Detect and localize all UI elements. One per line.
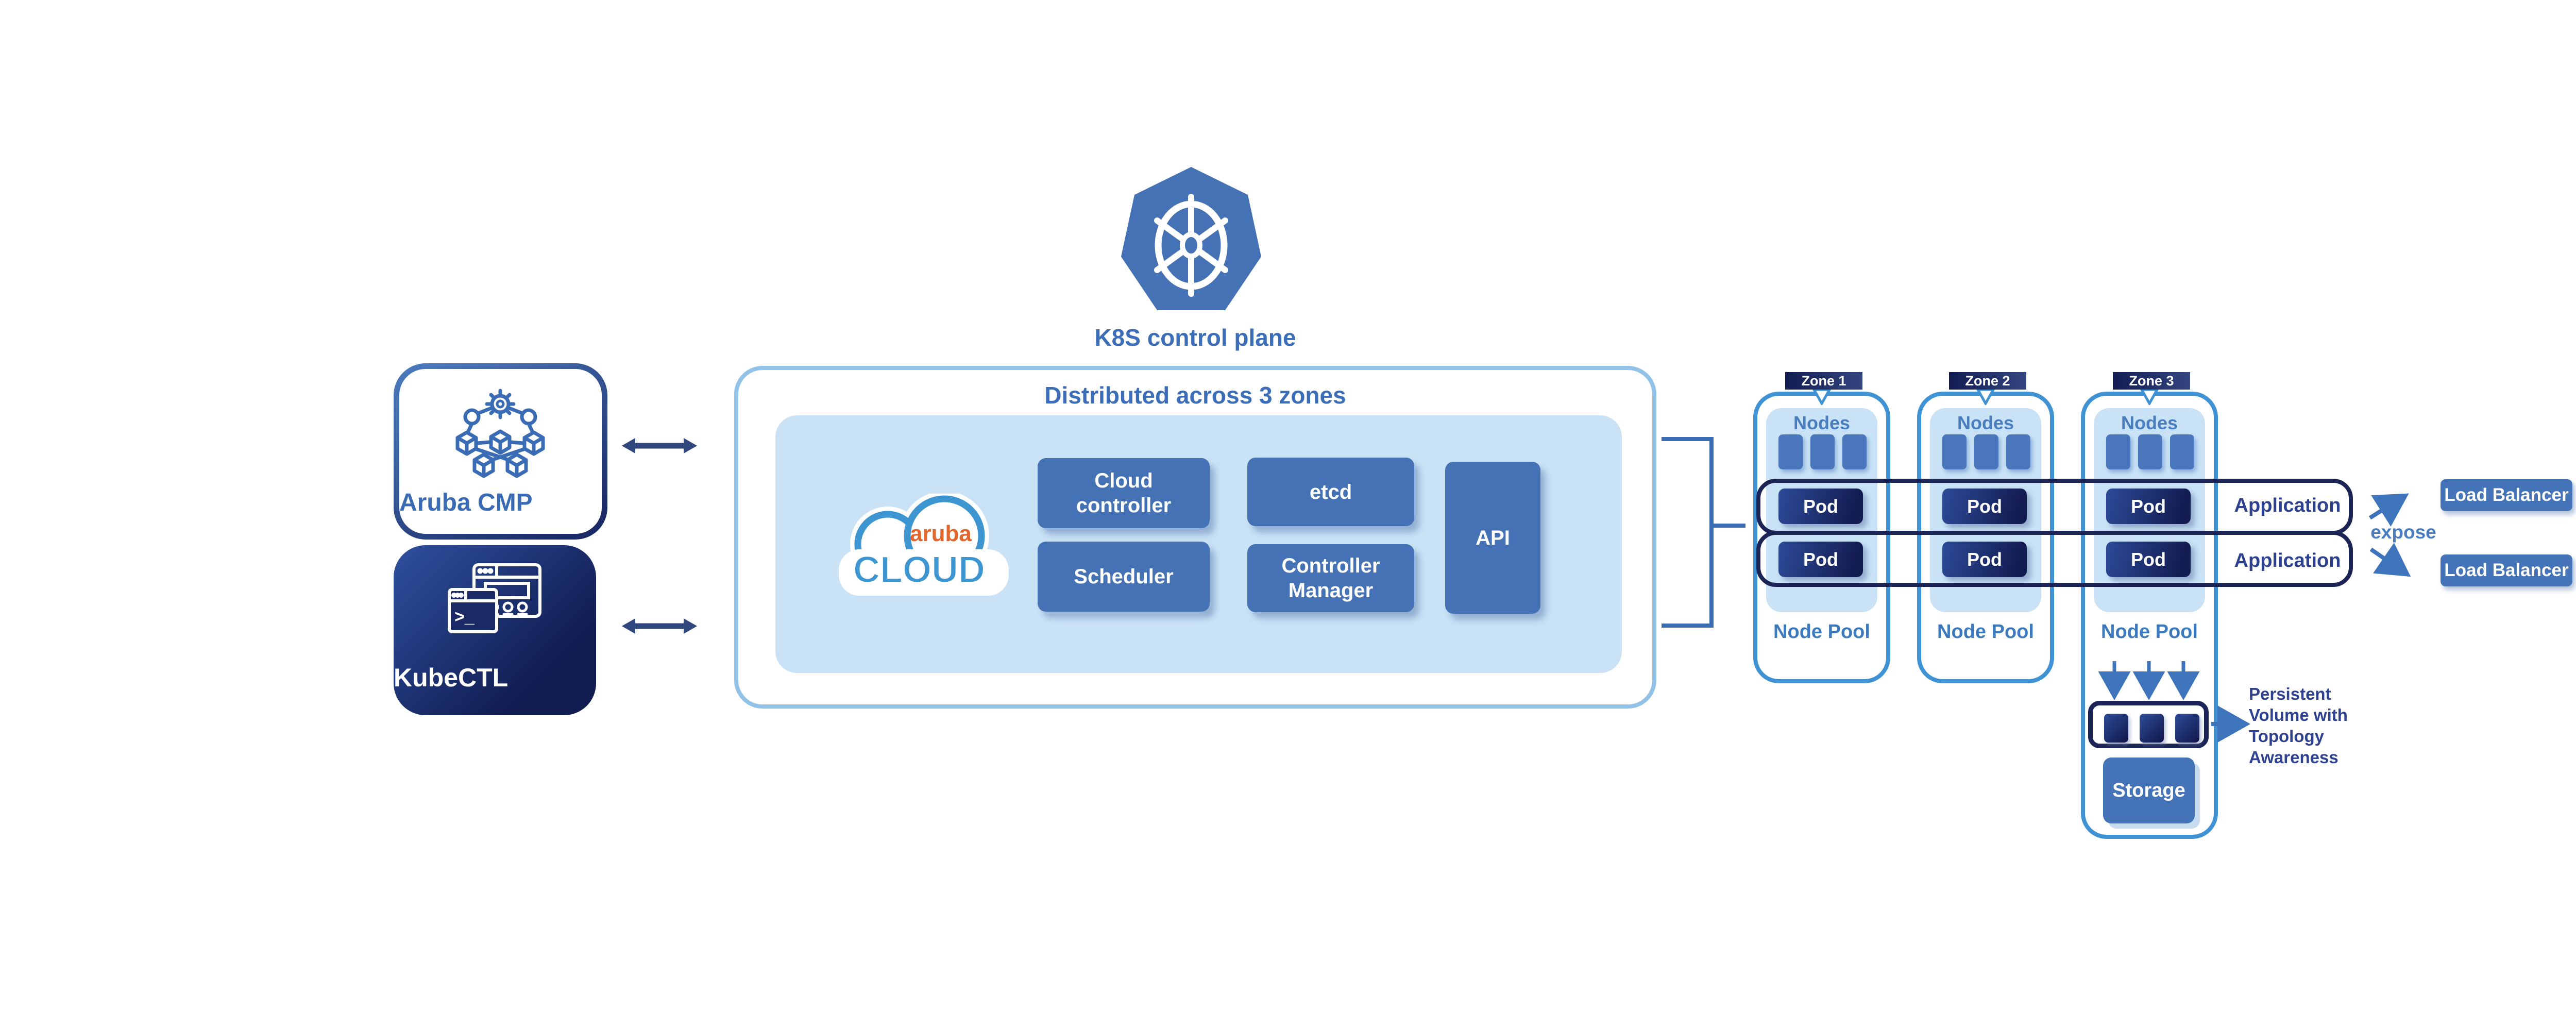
- load-balancer-box: Load Balancer: [2441, 479, 2572, 511]
- nodes-label: Nodes: [1957, 412, 2014, 433]
- zone-pointer-icon: [1812, 389, 1831, 405]
- api-box: API: [1445, 462, 1540, 614]
- expose-label: expose: [2370, 521, 2436, 543]
- etcd-box: etcd: [1247, 458, 1414, 526]
- node-icon: [2106, 434, 2130, 469]
- pv-note-line: Topology: [2249, 727, 2325, 746]
- pv-note-line: Persistent: [2249, 684, 2331, 703]
- terminal-prompt-glyph: >_: [454, 607, 475, 627]
- zone-3-badge: Zone 3: [2113, 372, 2190, 390]
- aruba-cmp-label: Aruba CMP: [399, 489, 533, 516]
- node-icon: [2138, 434, 2162, 469]
- pod-box: Pod: [1778, 542, 1863, 577]
- zone-2-box: Zone 2 Nodes Pod Pod Node Pool: [1917, 372, 2054, 683]
- sync-arrow-icon: [622, 438, 697, 453]
- pod-box: Pod: [2106, 489, 2191, 524]
- storage-box: Storage: [2103, 758, 2195, 823]
- storage-label: Storage: [2112, 779, 2185, 801]
- volume-chip-icon: [2175, 714, 2199, 743]
- kubernetes-logo-icon: [1121, 167, 1261, 310]
- application-label: Application: [2234, 550, 2341, 571]
- etcd-label: etcd: [1309, 480, 1352, 503]
- kubectl-box: >_ KubeCTL: [394, 545, 596, 715]
- controller-manager-label: Controller Manager: [1281, 554, 1380, 602]
- pod-box: Pod: [2106, 542, 2191, 577]
- cloud-controller-label: Cloud controller: [1076, 469, 1172, 517]
- node-icon: [1842, 434, 1867, 469]
- volume-chip-icon: [2104, 714, 2128, 743]
- pod-box: Pod: [1778, 489, 1863, 524]
- fanout-bracket-line: [1662, 437, 1745, 628]
- node-icon: [1810, 434, 1835, 469]
- terminal-windows-icon: >_: [448, 563, 541, 633]
- application-label: Application: [2234, 495, 2341, 516]
- control-plane-container: Distributed across 3 zones aruba CLOUD C…: [734, 366, 1656, 709]
- nodes-label: Nodes: [2121, 412, 2178, 433]
- persistent-volume-box: [2088, 701, 2209, 748]
- cluster-management-icon: [451, 389, 549, 479]
- node-icon: [1778, 434, 1803, 469]
- node-icon: [1942, 434, 1967, 469]
- zone-pointer-icon: [2140, 389, 2159, 405]
- node-pool-label: Node Pool: [1773, 621, 1870, 643]
- distributed-zones-title: Distributed across 3 zones: [1044, 382, 1346, 409]
- pv-note-line: Awareness: [2249, 748, 2338, 767]
- controller-manager-box: Controller Manager: [1247, 544, 1414, 612]
- sync-arrow-icon: [622, 618, 697, 634]
- zone-1-badge: Zone 1: [1785, 372, 1862, 390]
- node-pool-label: Node Pool: [1937, 621, 2034, 643]
- nodes-label: Nodes: [1793, 412, 1851, 433]
- load-balancer-box: Load Balancer: [2441, 554, 2572, 586]
- zone-2-badge: Zone 2: [1949, 372, 2026, 390]
- cloud-controller-box: Cloud controller: [1038, 458, 1210, 528]
- kubectl-label: KubeCTL: [394, 663, 509, 692]
- volume-chip-icon: [2140, 714, 2164, 743]
- node-pool-label: Node Pool: [2101, 621, 2198, 643]
- pod-box: Pod: [1942, 489, 2027, 524]
- pv-note-line: Volume with: [2249, 705, 2348, 725]
- node-icon: [2006, 434, 2030, 469]
- node-icon: [2170, 434, 2194, 469]
- zone-1-box: Zone 1 Nodes Pod Pod Node Pool: [1753, 372, 1890, 683]
- node-icon: [1974, 434, 1998, 469]
- zone-pointer-icon: [1976, 389, 1995, 405]
- persistent-volume-note: Persistent Volume with Topology Awarenes…: [2249, 683, 2403, 768]
- pod-box: Pod: [1942, 542, 2027, 577]
- aruba-cmp-box: Aruba CMP: [394, 363, 607, 540]
- api-label: API: [1476, 526, 1510, 549]
- scheduler-box: Scheduler: [1038, 542, 1210, 612]
- cloud-brand-text: CLOUD: [853, 549, 985, 591]
- k8s-control-plane-title: K8S control plane: [1094, 324, 1296, 351]
- aruba-cloud-logo: aruba CLOUD: [839, 494, 1009, 596]
- scheduler-label: Scheduler: [1074, 565, 1174, 588]
- aruba-brand-text: aruba: [910, 521, 972, 546]
